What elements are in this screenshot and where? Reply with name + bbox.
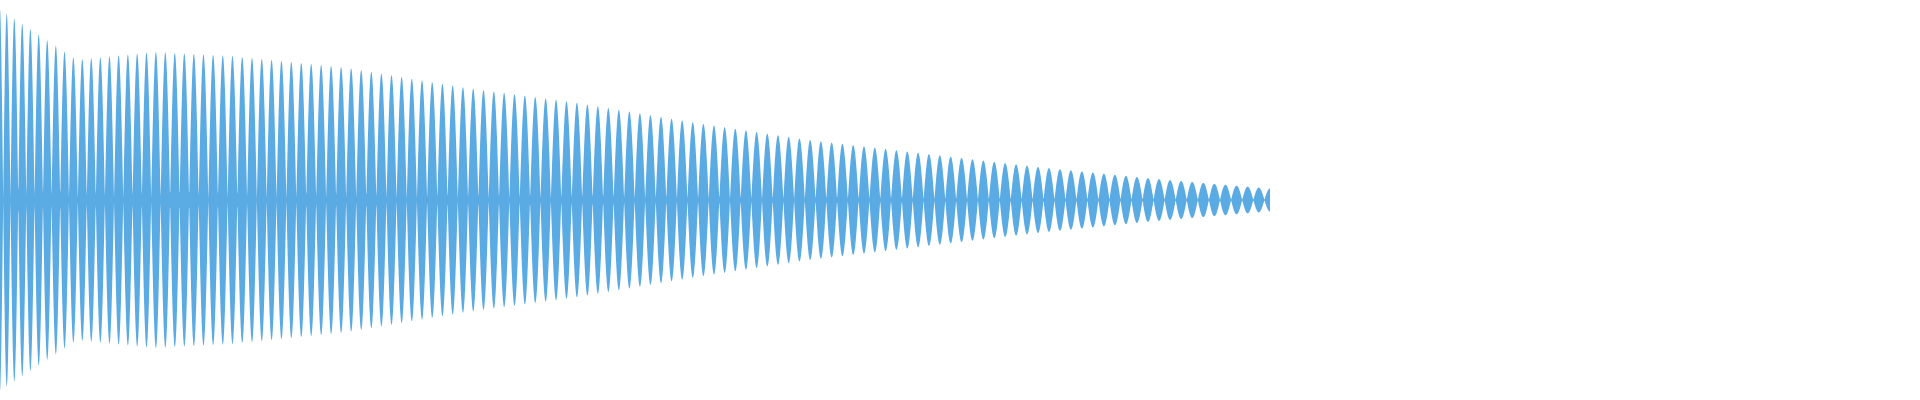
waveform-path — [0, 8, 1270, 392]
